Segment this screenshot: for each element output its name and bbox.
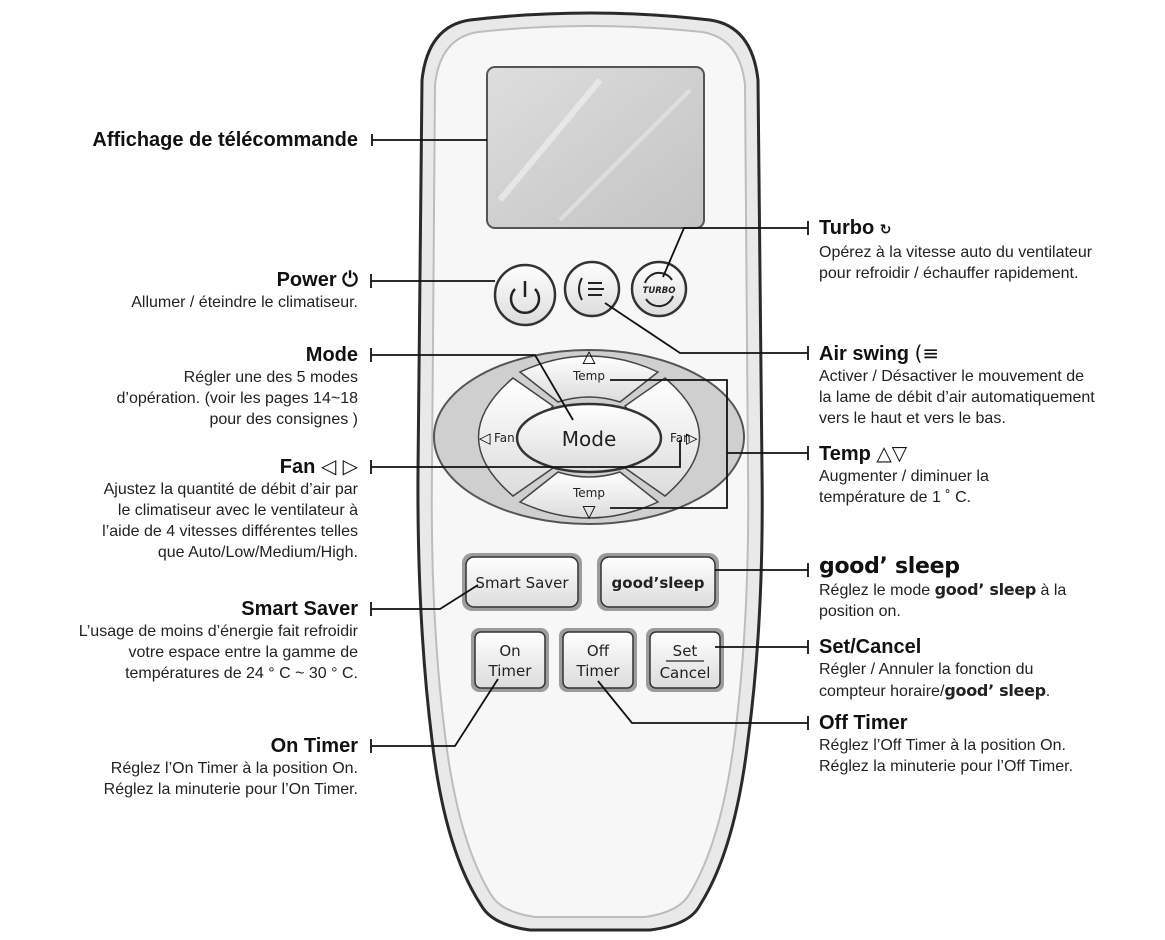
callout-turbo-desc1: Opérez à la vitesse auto du ventilateur xyxy=(819,244,1093,261)
callout-turbo: Turbo ↻ Opérez à la vitesse auto du vent… xyxy=(819,216,1159,284)
callout-temp-desc1: Augmenter / diminuer la xyxy=(819,468,989,485)
callout-on-timer-desc2: Réglez la minuterie pour l’On Timer. xyxy=(103,781,358,798)
callout-mode: Mode Régler une des 5 modes d’opération.… xyxy=(0,343,359,430)
callout-air-swing-title: Air swing xyxy=(819,343,910,365)
callout-good-sleep-desc1c: à la xyxy=(1036,582,1067,599)
callout-set-cancel-desc2c: . xyxy=(1045,683,1051,700)
callout-air-swing-desc2: la lame de débit d’air automatiquement xyxy=(819,389,1095,406)
callout-good-sleep-desc1a: Réglez le mode xyxy=(819,582,935,599)
callout-air-swing: Air swing (≡ Activer / Désactiver le mou… xyxy=(819,341,1159,429)
callout-good-sleep-desc1b: good’ sleep xyxy=(934,580,1037,599)
on-timer-line2: Timer xyxy=(488,662,533,680)
callout-temp: Temp △▽ Augmenter / diminuer la températ… xyxy=(819,441,1159,508)
triangle-up-icon: △ xyxy=(582,347,596,367)
mode-button-label: Mode xyxy=(562,427,617,451)
callout-power-title: Power xyxy=(276,269,337,291)
callout-smart-saver-desc2: votre espace entre la gamme de xyxy=(128,644,358,661)
callout-smart-saver-desc3: températures de 24 ° C ~ 30 ° C. xyxy=(125,665,358,682)
callout-fan-desc4: que Auto/Low/Medium/High. xyxy=(157,544,358,561)
callout-turbo-desc2: pour refroidir / échauffer rapidement. xyxy=(819,265,1079,282)
callout-off-timer-title: Off Timer xyxy=(819,712,908,734)
callout-on-timer-title: On Timer xyxy=(270,735,358,757)
callout-mode-desc2: d’opération. (voir les pages 14~18 xyxy=(116,390,359,407)
fan-right-label: Fan xyxy=(670,431,691,445)
callout-smart-saver-title: Smart Saver xyxy=(241,598,358,620)
callout-power: Power ⏻ Allumer / éteindre le climatiseu… xyxy=(0,267,358,313)
callout-off-timer-desc1: Réglez l’Off Timer à la position On. xyxy=(819,737,1066,754)
power-symbol-icon: ⏻ xyxy=(342,267,358,291)
remote-display xyxy=(486,66,705,229)
callout-off-timer-desc2: Réglez la minuterie pour l’Off Timer. xyxy=(819,758,1074,775)
turbo-button[interactable]: TURBO xyxy=(630,260,688,318)
fan-left-label: Fan xyxy=(494,431,515,445)
callout-fan-title: Fan xyxy=(279,456,316,478)
good-sleep-label: good’sleep xyxy=(612,574,705,592)
callout-smart-saver-desc1: L’usage de moins d’énergie fait refroidi… xyxy=(78,623,358,640)
set-cancel-line1: Set xyxy=(673,642,698,660)
callout-set-cancel-desc1: Régler / Annuler la fonction du xyxy=(819,661,1034,678)
turbo-badge-text: TURBO xyxy=(643,286,676,296)
leader-lines-left xyxy=(370,134,681,753)
callout-mode-title: Mode xyxy=(305,344,358,366)
callout-temp-desc2: température de 1 ˚ C. xyxy=(819,489,972,506)
callout-set-cancel-desc2a: compteur horaire/ xyxy=(819,683,945,700)
callout-good-sleep-title: good’ sleep xyxy=(819,554,960,579)
turbo-symbol-icon: ↻ xyxy=(879,222,892,238)
callout-fan-desc1: Ajustez la quantité de débit d’air par xyxy=(103,481,358,498)
triangle-left-icon: ◁ xyxy=(479,429,491,447)
triangle-up-down-icon: △▽ xyxy=(876,441,908,465)
set-cancel-button[interactable]: Set Cancel xyxy=(646,628,724,692)
callout-off-timer: Off Timer Réglez l’Off Timer à la positi… xyxy=(819,711,1159,777)
callout-fan-desc3: l’aide de 4 vitesses différentes telles xyxy=(102,523,358,540)
callout-good-sleep-desc2: position on. xyxy=(819,603,901,620)
off-timer-button[interactable]: Off Timer xyxy=(559,628,637,692)
smart-saver-button[interactable]: Smart Saver xyxy=(462,553,582,611)
callout-fan-desc2: le climatiseur avec le ventilateur à xyxy=(117,502,358,519)
callout-set-cancel: Set/Cancel Régler / Annuler la fonction … xyxy=(819,635,1159,702)
callout-set-cancel-title: Set/Cancel xyxy=(819,636,922,658)
callout-air-swing-desc3: vers le haut et vers le bas. xyxy=(819,410,1006,427)
temp-down-label: Temp xyxy=(572,486,605,500)
callout-display-title: Affichage de télécommande xyxy=(92,129,358,151)
callout-mode-desc1: Régler une des 5 modes xyxy=(183,369,358,386)
dpad: Mode △ Temp Temp ▽ ◁ Fan Fan ▷ xyxy=(433,347,745,525)
temp-up-label: Temp xyxy=(572,369,605,383)
triangle-left-right-icon: ◁ ▷ xyxy=(320,454,358,478)
off-timer-line2: Timer xyxy=(576,662,621,680)
leader-lines-right xyxy=(597,221,809,730)
callout-power-desc1: Allumer / éteindre le climatiseur. xyxy=(131,294,358,311)
temp-up-button[interactable] xyxy=(518,355,660,403)
good-sleep-button[interactable]: good’sleep xyxy=(597,553,719,611)
callout-mode-desc3: pour des consignes ) xyxy=(209,411,358,428)
triangle-right-icon: ▷ xyxy=(686,429,698,447)
callout-air-swing-desc1: Activer / Désactiver le mouvement de xyxy=(819,368,1084,385)
on-timer-button[interactable]: On Timer xyxy=(471,628,549,692)
callout-good-sleep: good’ sleep Réglez le mode good’ sleep à… xyxy=(819,555,1159,622)
callout-temp-title: Temp xyxy=(819,443,871,465)
temp-down-button[interactable] xyxy=(518,471,660,519)
smart-saver-label: Smart Saver xyxy=(475,574,569,592)
callout-on-timer: On Timer Réglez l’On Timer à la position… xyxy=(0,734,358,800)
mode-button[interactable] xyxy=(515,402,663,474)
callout-turbo-title: Turbo xyxy=(819,217,875,239)
set-cancel-line2: Cancel xyxy=(660,664,711,682)
power-button[interactable] xyxy=(493,263,557,327)
off-timer-line1: Off xyxy=(587,642,610,660)
callout-smart-saver: Smart Saver L’usage de moins d’énergie f… xyxy=(0,597,358,684)
callout-set-cancel-desc2b: good’ sleep xyxy=(944,681,1046,700)
on-timer-line1: On xyxy=(499,642,520,660)
callout-fan: Fan ◁ ▷ Ajustez la quantité de débit d’a… xyxy=(0,454,358,563)
triangle-down-icon: ▽ xyxy=(582,502,596,522)
callout-on-timer-desc1: Réglez l’On Timer à la position On. xyxy=(110,760,358,777)
callout-display: Affichage de télécommande xyxy=(0,128,358,152)
air-swing-symbol-icon: (≡ xyxy=(914,341,940,365)
